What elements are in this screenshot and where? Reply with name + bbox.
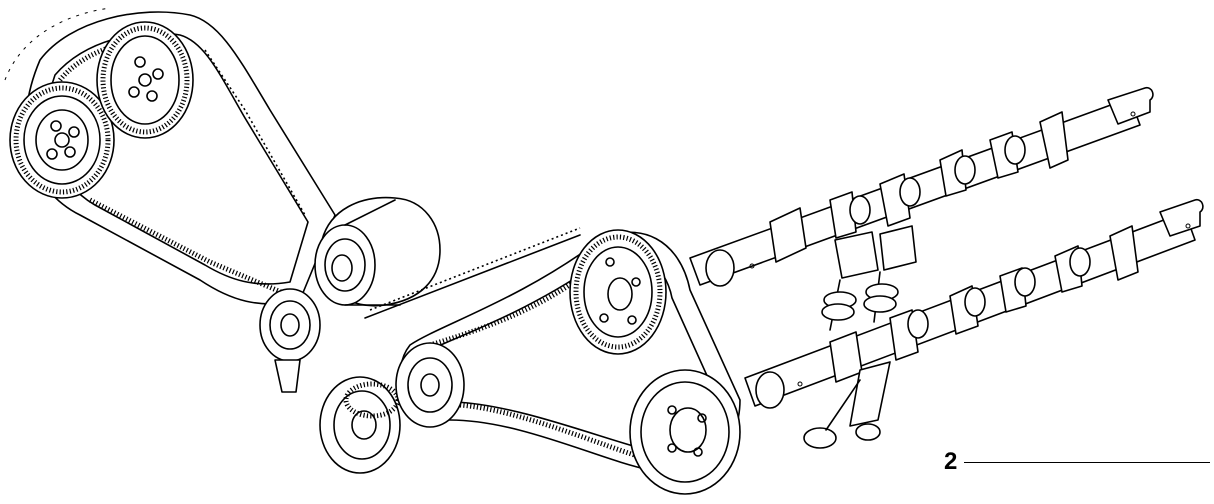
upper-camshaft xyxy=(689,86,1154,287)
lower-idler-left xyxy=(319,376,401,474)
valve-assembly xyxy=(803,225,917,449)
lower-cam-sprocket xyxy=(629,369,741,495)
tensioner-pulley xyxy=(259,288,321,393)
lower-camshaft xyxy=(744,198,1204,409)
lower-idler-right xyxy=(395,342,465,428)
left-upper-pulley xyxy=(96,21,194,139)
center-idler-drum xyxy=(314,196,441,307)
upper-cam-sprocket xyxy=(569,229,667,355)
left-lower-pulley xyxy=(9,81,115,199)
callout-number: 2 xyxy=(944,448,958,475)
callout-leader-line xyxy=(964,462,1210,463)
